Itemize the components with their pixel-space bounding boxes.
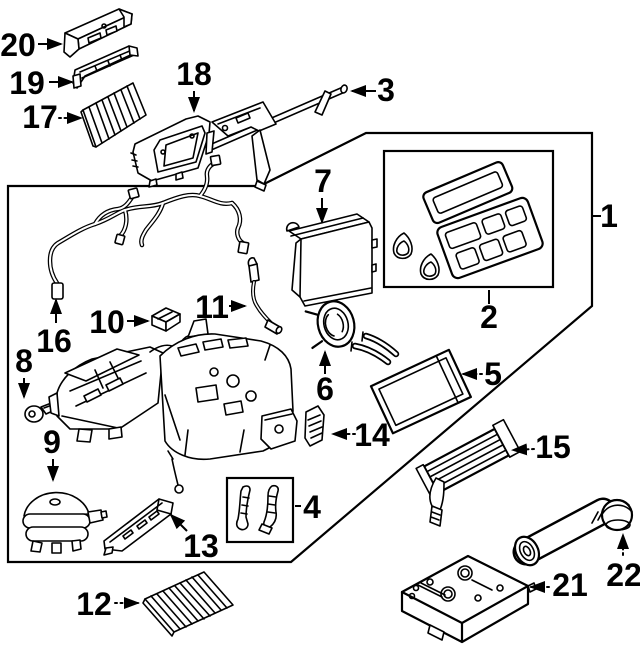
part-20-retainer-drawing: [63, 8, 133, 58]
callout-14-label[interactable]: 14: [354, 417, 390, 453]
callout-15-arrow: [511, 443, 535, 456]
callout-labels: 1 2 3 4 5 6 7 8 9 10 11 12 13 14 15 16 1…: [0, 27, 640, 622]
callout-19-label[interactable]: 19: [9, 65, 45, 101]
part-11-sensor-drawing: [247, 257, 283, 335]
callout-4-label[interactable]: 4: [303, 489, 321, 525]
callout-5-label[interactable]: 5: [484, 356, 502, 392]
part-12-cabin-filter-drawing: [142, 571, 234, 637]
part-17-filter-drawing: [80, 82, 147, 148]
callout-1-label[interactable]: 1: [600, 198, 618, 234]
part-hvac-assembly-drawing: [48, 318, 298, 494]
callout-arrows: [18, 38, 629, 609]
callout-7-label[interactable]: 7: [314, 163, 332, 199]
part-5-heater-core-drawing: [350, 331, 472, 435]
part-3-bracket-drawing: [205, 84, 348, 192]
part-16-harness-drawing: [47, 154, 250, 300]
part-7-evaporator-drawing: [285, 213, 378, 307]
part-19-seal-strip-drawing: [72, 45, 139, 89]
grommet-pick-2: [419, 253, 440, 281]
grommet-pick-1: [392, 232, 413, 260]
callout-13-arrow: [169, 513, 188, 532]
callout-8-label[interactable]: 8: [15, 343, 33, 379]
part-21-mounting-plate-drawing: [400, 554, 537, 644]
part-9-blower-motor-drawing: [22, 491, 108, 554]
part-22-duct-drawing: [512, 497, 634, 567]
callout-9-label[interactable]: 9: [43, 424, 61, 460]
part-18-housing-drawing: [130, 115, 211, 188]
callout-18-label[interactable]: 18: [176, 56, 212, 92]
seal-kit-box-outline: [382, 149, 555, 289]
callout-6-label[interactable]: 6: [316, 371, 334, 407]
callout-10-label[interactable]: 10: [89, 304, 125, 340]
callout-12-label[interactable]: 12: [76, 586, 112, 622]
main-assembly-box-outline: [6, 131, 594, 564]
callout-2-label[interactable]: 2: [480, 299, 498, 335]
part-4-levers-drawing: [235, 484, 279, 535]
part-15-aux-heater-drawing: [415, 418, 522, 527]
callout-15-label[interactable]: 15: [535, 429, 571, 465]
callout-22-label[interactable]: 22: [606, 557, 640, 593]
part-6-grommet-drawing: [304, 300, 356, 350]
callout-20-label[interactable]: 20: [0, 27, 36, 63]
callout-11-label[interactable]: 11: [195, 289, 229, 325]
callout-16-label[interactable]: 16: [36, 323, 72, 359]
callout-13-label[interactable]: 13: [183, 528, 219, 564]
part-13-duct-cover-drawing: [103, 498, 174, 556]
lever-kit-box-outline: [225, 476, 295, 544]
part-2-seal-kit-drawing: [392, 161, 544, 281]
part-10-resistor-drawing: [151, 307, 181, 332]
part-14-door-drawing: [304, 405, 325, 447]
callout-3-label[interactable]: 3: [377, 72, 395, 108]
callout-17-label[interactable]: 17: [22, 99, 58, 135]
callout-21-label[interactable]: 21: [552, 567, 588, 603]
